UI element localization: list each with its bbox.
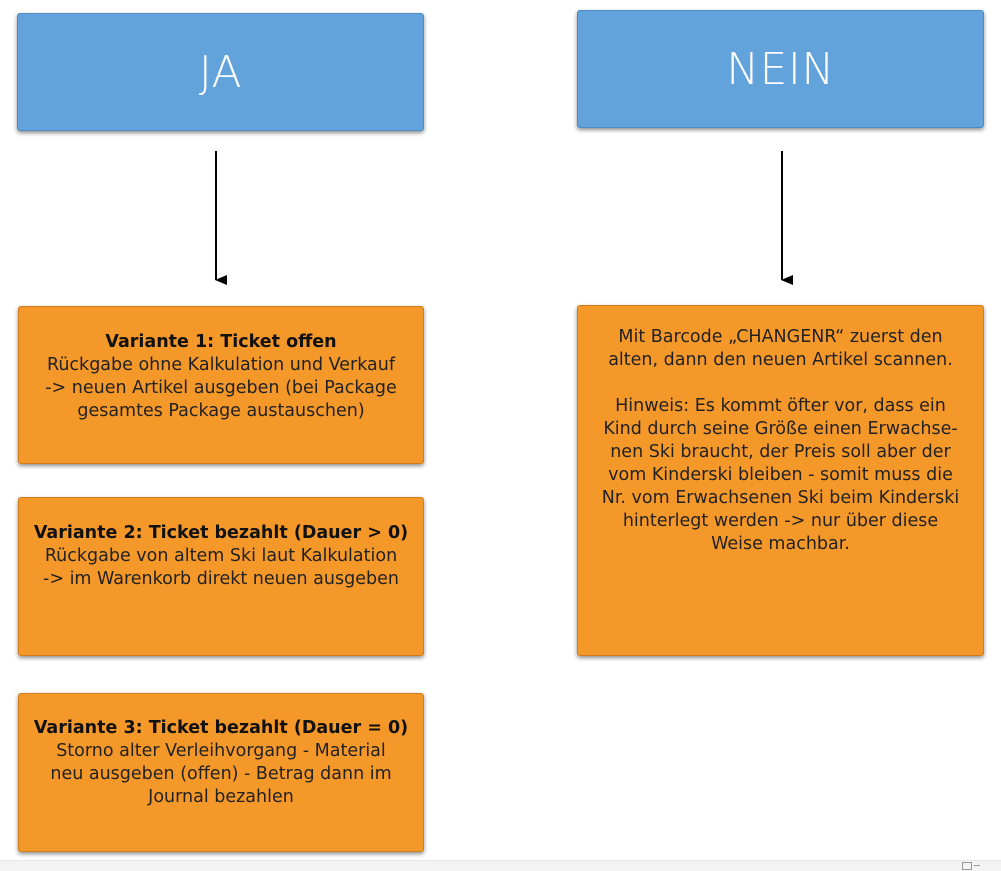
variante-2-text: Rückgabe von altem Ski laut Kalkulation … <box>43 546 399 589</box>
variante-3-box: Variante 3: Ticket bezahlt (Dauer = 0) S… <box>18 693 424 852</box>
variante-1-text: Rückgabe ohne Kalkulation und Verkauf ->… <box>45 355 397 421</box>
nein-header-box: NEIN <box>577 10 984 128</box>
window-icon <box>962 862 972 870</box>
nein-info-text: Mit Barcode „CHANGENR“ zuerst den alten,… <box>601 327 960 554</box>
ja-label: JA <box>198 46 243 98</box>
variante-3-title: Variante 3: Ticket bezahlt (Dauer = 0) <box>33 718 409 738</box>
minus-icon <box>974 865 980 866</box>
ja-header-box: JA <box>17 13 424 131</box>
variante-1-title: Variante 1: Ticket offen <box>105 332 337 352</box>
variante-3-text: Storno alter Verleihvorgang - Material n… <box>50 741 392 807</box>
nein-label: NEIN <box>726 43 835 95</box>
variante-1-box: Variante 1: Ticket offen Rückgabe ohne K… <box>18 306 424 464</box>
bottom-bar <box>0 860 1001 871</box>
variante-2-title: Variante 2: Ticket bezahlt (Dauer > 0) <box>33 523 409 543</box>
nein-info-box: Mit Barcode „CHANGENR“ zuerst den alten,… <box>577 305 984 656</box>
variante-2-box: Variante 2: Ticket bezahlt (Dauer > 0) R… <box>18 497 424 656</box>
